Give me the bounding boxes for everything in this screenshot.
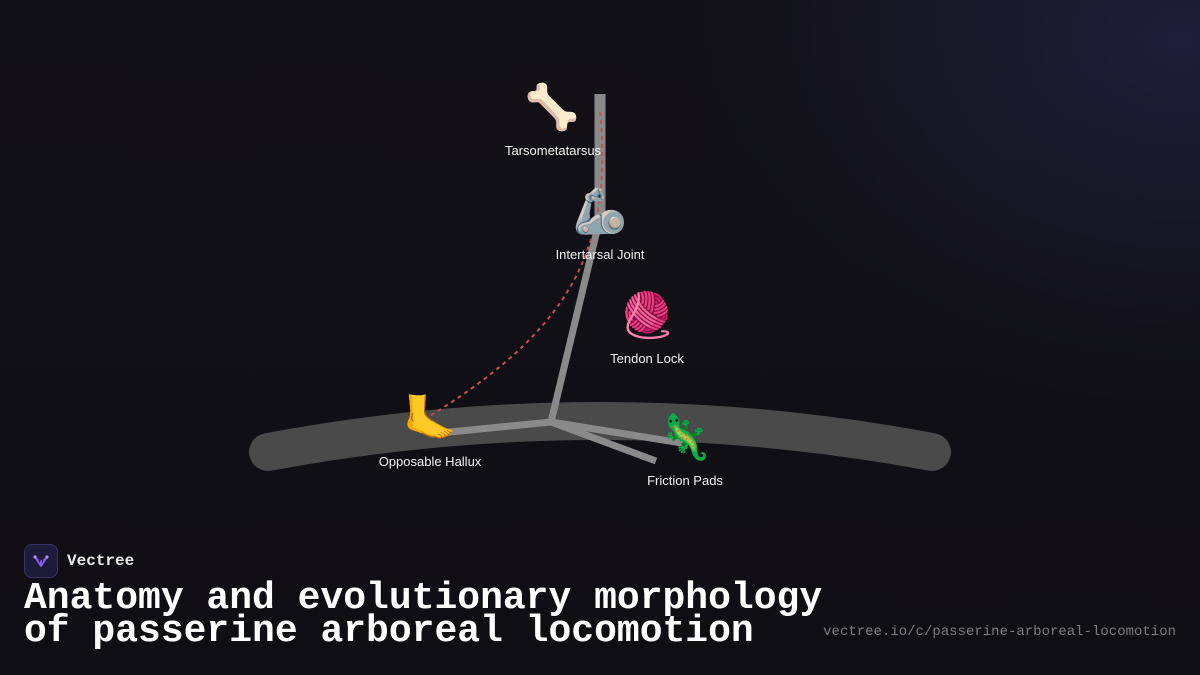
bone-icon: 🦴 xyxy=(524,82,580,133)
front-toe-lower xyxy=(549,418,658,465)
node-label-friction-pads: Friction Pads xyxy=(647,473,723,488)
vectree-logo-icon xyxy=(24,544,58,578)
tendon-line xyxy=(409,111,604,429)
hallux-toe xyxy=(429,418,552,438)
lower-leg-bone xyxy=(547,217,604,423)
node-label-intertarsal-joint: Intertarsal Joint xyxy=(555,247,645,262)
node-label-opposable-hallux: Opposable Hallux xyxy=(378,454,482,469)
front-toe-upper xyxy=(550,418,689,448)
lizard-icon: 🦎 xyxy=(657,412,713,463)
page-title: Anatomy and evolutionary morphology of p… xyxy=(24,577,823,653)
foot-icon: 🦶 xyxy=(402,393,458,444)
brand-name: Vectree xyxy=(67,552,135,570)
node-label-tendon-lock: Tendon Lock xyxy=(610,351,684,366)
yarn-icon: 🧶 xyxy=(619,290,675,341)
branch xyxy=(249,402,951,471)
page-url[interactable]: vectree.io/c/passerine-arboreal-locomoti… xyxy=(823,624,1176,640)
mechanical-arm-icon: 🦾 xyxy=(572,186,628,237)
brand[interactable]: Vectree xyxy=(24,544,134,578)
node-label-tarsometatarsus: Tarsometatarsus xyxy=(504,143,602,158)
